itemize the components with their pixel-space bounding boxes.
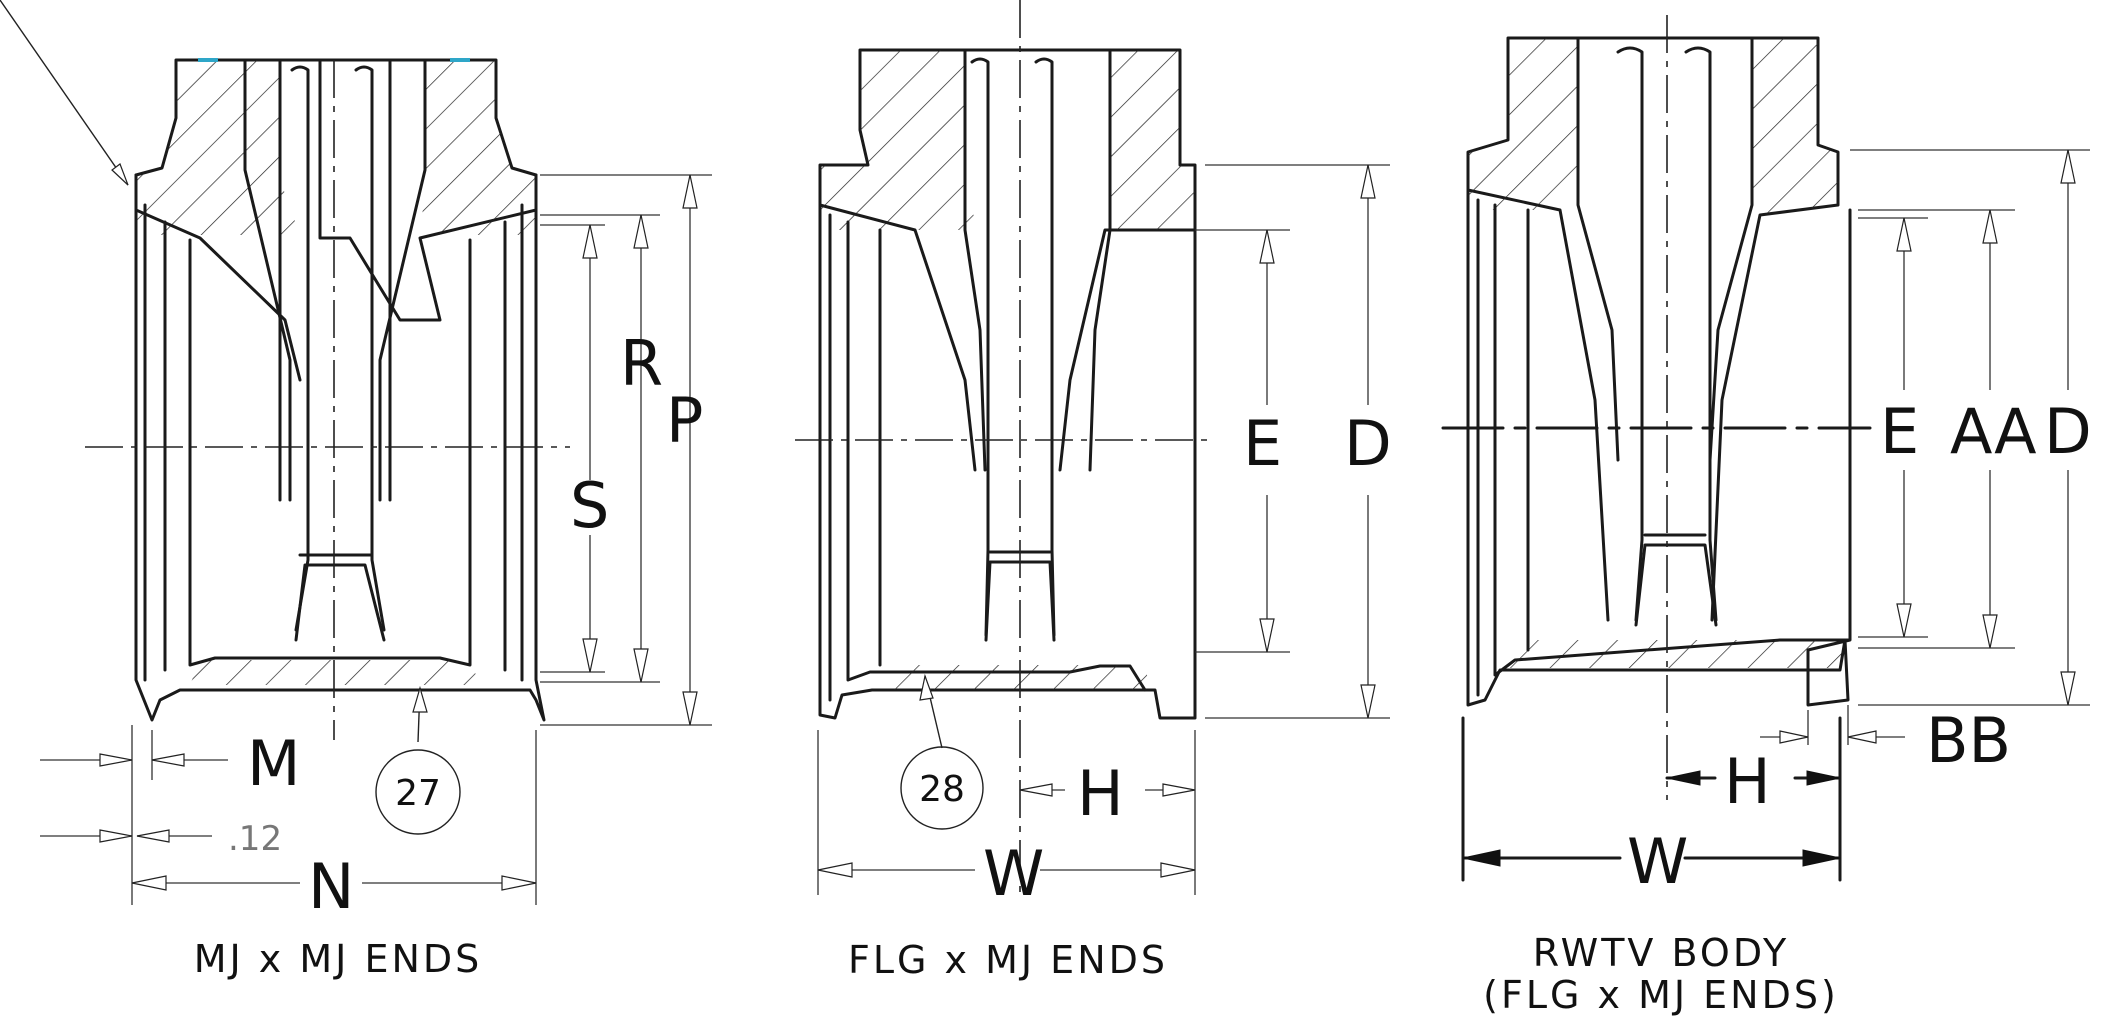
- gate-slots: [290, 65, 386, 632]
- body-outline-b: [818, 203, 1197, 720]
- dim-h-arrow-right: [1162, 783, 1196, 797]
- dim-aa-label: AA: [1950, 395, 2037, 468]
- dim-m-arrow-left: [99, 753, 133, 767]
- mj-socket-lines: [143, 203, 472, 682]
- dim-h-label: H: [1077, 757, 1124, 830]
- dim-bb-arrow-right: [1847, 730, 1877, 744]
- bottom-hatch-b: [872, 665, 1150, 690]
- dim-r-arrow-top: [633, 214, 649, 249]
- socket-lines-c: [1476, 198, 1850, 697]
- callout-28-circle: [900, 746, 984, 830]
- dim-r-label: R: [620, 327, 663, 400]
- dim-m-arrow-right: [151, 753, 185, 767]
- dim-small-label: .12: [228, 819, 282, 859]
- dim-bb-label: BB: [1926, 704, 2011, 777]
- dim-n-arrow-left: [131, 875, 167, 891]
- gate-rails: [278, 58, 392, 502]
- dim-d-arrow-top-c: [2060, 149, 2076, 184]
- dim-h-arrow-left-c: [1666, 770, 1701, 786]
- bonnet-hatch-right-b: [1105, 50, 1195, 230]
- dim-w-arrow-right: [1160, 862, 1196, 878]
- caption-flg-mj: FLG x MJ ENDS: [848, 938, 1168, 982]
- view-flg-mj: E D 28 H W FLG x MJ ENDS: [795, 0, 1392, 982]
- body-outline-c: [1466, 188, 1852, 707]
- dim-w-label: W: [983, 837, 1044, 910]
- gate-slots-c: [1616, 46, 1718, 622]
- dim-m-label: M: [247, 727, 301, 800]
- dim-bb-arrow-left: [1779, 730, 1809, 744]
- dim-e-label: E: [1243, 407, 1282, 480]
- callout-28-text: 28: [919, 769, 965, 810]
- cavity-left: [243, 58, 292, 502]
- dim-d-arrow-bottom: [1360, 684, 1376, 719]
- dim-n-arrow-right: [501, 875, 537, 891]
- bottom-hatch: [190, 660, 480, 685]
- cavity-b: [963, 48, 1112, 472]
- dim-r-arrow-bottom: [633, 648, 649, 683]
- caption-mj-mj: MJ x MJ ENDS: [194, 937, 483, 981]
- body-outline: [134, 173, 546, 722]
- bonnet-hatch-left-c: [1468, 38, 1578, 210]
- dim-h-arrow-left: [1019, 783, 1053, 797]
- caption-rwtv-line1: RWTV BODY: [1533, 931, 1789, 975]
- dim-s-label: S: [570, 469, 609, 542]
- dim-w-arrow-left: [817, 862, 853, 878]
- view-mj-mj: S R P 27 M .12 N MJ x MJ: [0, 0, 712, 981]
- dim-e-label-c: E: [1880, 395, 1919, 468]
- dim-e-arrow-bottom: [1259, 618, 1275, 653]
- gate-shoe: [294, 553, 386, 642]
- dim-w-label-c: W: [1627, 825, 1688, 898]
- dim-s-arrow-bottom: [582, 638, 598, 673]
- dim-e-arrow-top-c: [1896, 217, 1912, 252]
- caption-rwtv-line2: (FLG x MJ ENDS): [1483, 973, 1839, 1017]
- cavity-right: [378, 58, 427, 502]
- dim-p-label: P: [666, 384, 703, 457]
- dim-aa-arrow-top: [1982, 209, 1998, 244]
- dim-w-arrow-right-c: [1802, 849, 1841, 867]
- callout-28-arrow: [919, 673, 934, 701]
- dim-small-arrow-right: [136, 829, 170, 843]
- dim-aa-arrow-bottom: [1982, 614, 1998, 649]
- bonnet-hatch-right-c: [1752, 38, 1838, 215]
- callout-27-arrow: [412, 685, 428, 713]
- bonnet-hatch-right: [420, 60, 536, 235]
- leader-arrowhead: [111, 163, 129, 186]
- dim-d-label-c: D: [2044, 395, 2092, 468]
- callout-27-text: 27: [395, 773, 441, 814]
- callout-27-circle: [375, 749, 461, 835]
- dim-small-arrow-left: [99, 829, 133, 843]
- bonnet-hatch-left-b: [820, 50, 980, 230]
- gate-slots-b: [970, 57, 1056, 637]
- bonnet-hatch-left: [136, 60, 300, 235]
- gate-shoe-c: [1634, 533, 1718, 627]
- dim-e-arrow-bottom-c: [1896, 603, 1912, 638]
- bottom-hatch-c: [1500, 640, 1845, 668]
- dim-n-label: N: [308, 850, 354, 923]
- dim-d-arrow-bottom-c: [2060, 671, 2076, 706]
- view-rwtv-body: E AA D BB H W RWTV BODY: [1441, 15, 2092, 1017]
- dim-s-arrow-top: [582, 224, 598, 259]
- dim-p-arrow-bottom: [682, 691, 698, 726]
- dim-h-label-c: H: [1724, 745, 1771, 818]
- dim-d-label: D: [1344, 407, 1392, 480]
- leader-line: [0, 0, 129, 186]
- dim-d-arrow-top: [1360, 164, 1376, 199]
- cavity-c: [1576, 36, 1754, 462]
- dim-p-arrow-top: [682, 174, 698, 209]
- dim-e-arrow-top: [1259, 229, 1275, 264]
- dim-w-arrow-left-c: [1462, 849, 1501, 867]
- dim-h-arrow-right-c: [1806, 770, 1841, 786]
- mj-socket-lines-right: [503, 203, 524, 682]
